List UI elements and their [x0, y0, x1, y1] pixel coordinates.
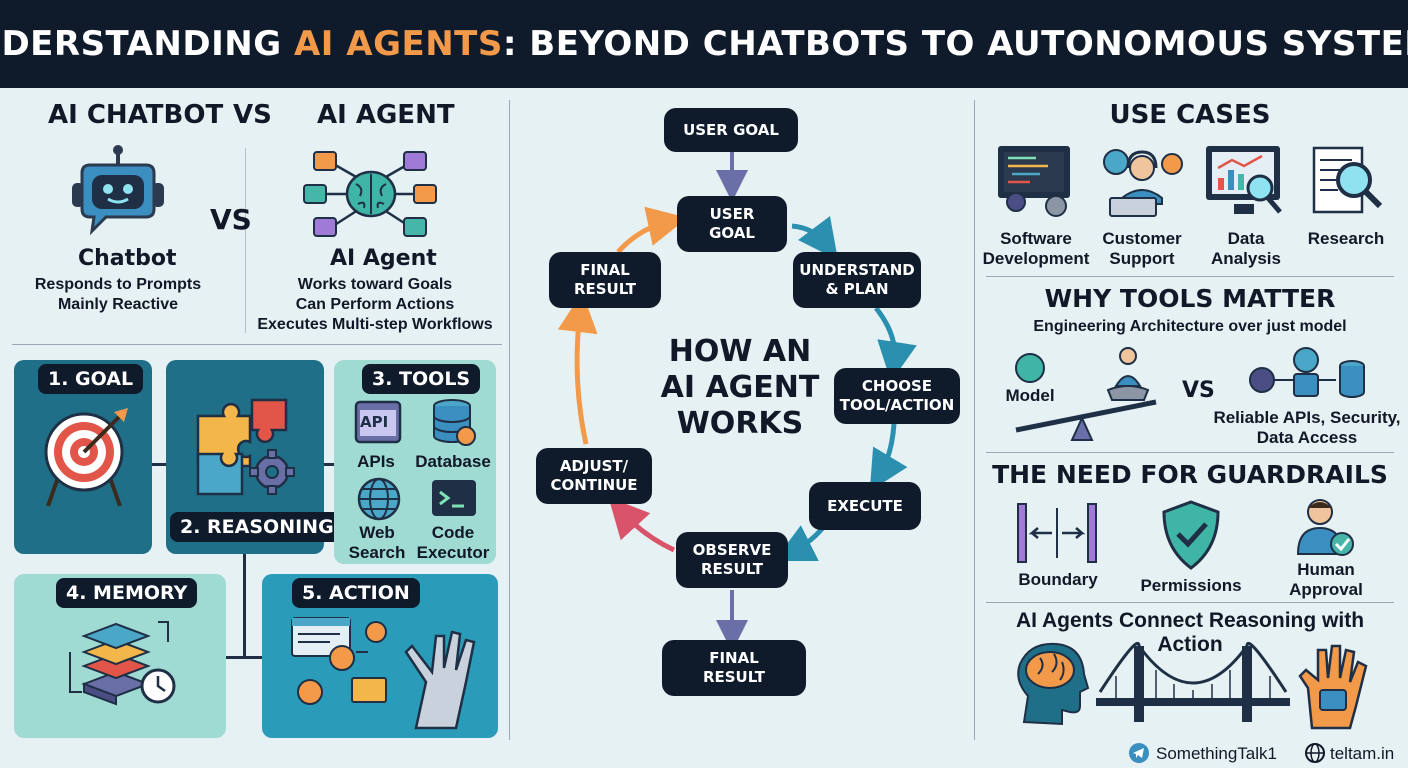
footer-telegram[interactable]: SomethingTalk1 [1156, 744, 1277, 763]
divider-right-1 [986, 276, 1394, 277]
connector-goal [148, 463, 170, 466]
target-icon [44, 408, 128, 507]
chatbot-line-2: Mainly Reactive [57, 296, 179, 313]
data-analysis-icon [1206, 146, 1282, 214]
flow-step-execute: EXECUTE [809, 482, 921, 530]
chatbot-name: Chatbot [78, 246, 177, 271]
flow-step-choose: CHOOSE TOOL/ACTION [834, 368, 960, 424]
agent-brain-network-icon [303, 151, 437, 237]
software-dev-icon [998, 146, 1070, 217]
flow-step-adjust: ADJUST/ CONTINUE [536, 448, 652, 504]
reasoning-tag: 2. REASONING [170, 512, 344, 542]
guardrails-heading: THE NEED FOR GUARDRAILS [992, 460, 1388, 489]
tool-apis: APIs [357, 452, 395, 471]
footer-web[interactable]: teltam.in [1330, 744, 1395, 763]
divider-right [974, 100, 975, 740]
head-brain-icon [1017, 642, 1090, 726]
telegram-icon [1129, 743, 1149, 763]
chatbot-robot-icon [72, 145, 164, 236]
use-cases-heading: USE CASES [1109, 100, 1271, 130]
memory-stack-icon [69, 621, 176, 706]
human-approval-icon [1296, 499, 1354, 556]
flow-step-user-goal: USER GOAL [677, 196, 787, 252]
research-icon [1312, 146, 1383, 214]
action-tag: 5. ACTION [292, 578, 420, 608]
api-badge: API [360, 413, 389, 431]
page-title: UNDERSTANDING AI AGENTS: BEYOND CHATBOTS… [0, 24, 1408, 64]
tools-matter-heading: WHY TOOLS MATTER [1044, 284, 1336, 313]
api-security-network-icon [1249, 347, 1365, 398]
robot-hand-action-icon [291, 617, 476, 730]
divider-left-h [12, 344, 502, 345]
divider-right-2 [986, 452, 1394, 453]
bridge-icon [1096, 641, 1290, 722]
use-case-research: Research [1307, 229, 1385, 248]
flow-step-understand: UNDERSTAND & PLAN [793, 252, 921, 308]
tools-matter-vs: VS [1182, 378, 1215, 403]
use-case-data: Data Analysis [1211, 229, 1281, 268]
tools-matter-right: Reliable APIs, Security, Data Access [1213, 408, 1401, 447]
tool-database: Database [415, 452, 491, 471]
flow-step-observe: OBSERVE RESULT [676, 532, 788, 588]
divider-left [509, 100, 510, 740]
title-pre: UNDERSTANDING [0, 24, 282, 64]
guardrail-boundary: Boundary [1018, 570, 1098, 589]
chatbot-line-1: Responds to Prompts [34, 276, 202, 293]
seesaw-model-icon [1015, 347, 1157, 441]
divider-vs [245, 148, 246, 333]
flow-final-result: FINAL RESULT [662, 640, 806, 696]
customer-support-icon [1103, 149, 1183, 217]
database-icon [433, 399, 476, 446]
guardrail-permissions: Permissions [1140, 576, 1242, 595]
memory-tag: 4. MEMORY [56, 578, 198, 608]
divider-right-3 [986, 602, 1394, 603]
robot-hand-icon [1298, 644, 1368, 730]
connector-split [222, 656, 266, 659]
use-case-software: Software Development [982, 229, 1090, 268]
globe-footer-icon [1305, 743, 1325, 763]
tool-web-search: Web Search [348, 523, 406, 562]
agent-name: AI Agent [330, 246, 437, 271]
flow-center-title: HOW AN AI AGENT WORKS [660, 334, 820, 441]
tools-matter-subtitle: Engineering Architecture over just model [1033, 318, 1347, 335]
agent-line-3: Executes Multi-step Workflows [257, 316, 493, 333]
flow-top-user-goal: USER GOAL [664, 108, 798, 152]
use-case-customer: Customer Support [1102, 229, 1182, 268]
globe-icon [357, 477, 401, 521]
connector-down [243, 548, 246, 658]
vs-mid: VS [210, 203, 252, 236]
flow-step-final-left: FINAL RESULT [549, 252, 661, 308]
tools-matter-model: Model [1005, 386, 1055, 405]
guardrail-human-approval: Human Approval [1289, 560, 1363, 599]
goal-tag: 1. GOAL [38, 364, 144, 394]
tools-tag: 3. TOOLS [362, 364, 481, 394]
connect-heading: AI Agents Connect Reasoning with Action [1015, 609, 1365, 657]
chatbot-heading: AI CHATBOT [48, 100, 224, 130]
title-highlight: AI AGENTS [293, 24, 503, 64]
agent-heading: AI AGENT [317, 100, 455, 130]
boundary-icon [1017, 503, 1097, 563]
vs-heading: VS [233, 100, 272, 130]
title-bar: UNDERSTANDING AI AGENTS: BEYOND CHATBOTS… [0, 0, 1408, 88]
code-terminal-icon [432, 480, 476, 516]
tools-panel [334, 360, 496, 564]
connector-tools [320, 463, 338, 466]
api-icon [354, 400, 402, 444]
puzzle-gear-icon [196, 398, 295, 496]
agent-line-1: Works toward Goals [297, 276, 453, 293]
title-post: : BEYOND CHATBOTS TO AUTONOMOUS SYSTEMS [502, 24, 1408, 64]
agent-line-2: Can Perform Actions [295, 296, 455, 313]
permissions-shield-icon [1162, 500, 1220, 570]
tool-code-executor: Code Executor [416, 523, 490, 562]
